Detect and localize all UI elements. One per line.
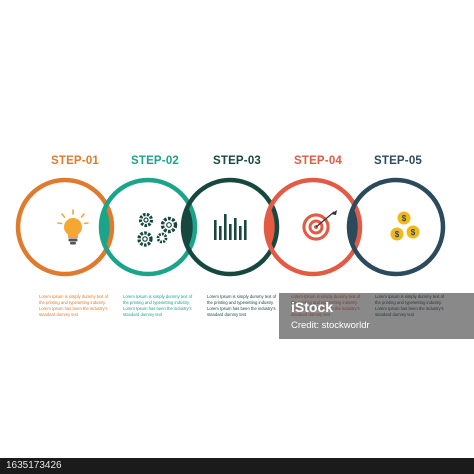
svg-text:$: $ <box>411 228 416 237</box>
step-5-ring <box>346 177 446 277</box>
svg-text:$: $ <box>395 230 400 239</box>
step-3-ring <box>180 177 280 277</box>
step-4-ring <box>263 177 363 277</box>
bar-chart-icon <box>214 214 247 240</box>
step-2-title: STEP-02 <box>130 155 180 167</box>
image-id: 1635173426 <box>6 460 62 471</box>
watermark-credit: Credit: stockworldr <box>291 320 370 331</box>
step-2-ring <box>98 177 198 277</box>
gears-icon <box>137 212 178 247</box>
step-2-description: Lorem Ipsum is simply dummy text of the … <box>123 294 193 317</box>
step-1-description: Lorem Ipsum is simply dummy text of the … <box>39 294 109 317</box>
watermark-overlay: iStock Credit: stockworldr <box>279 293 474 339</box>
step-3-title: STEP-03 <box>212 155 262 167</box>
watermark-logo: iStock <box>291 299 334 315</box>
step-1-title: STEP-01 <box>50 155 100 167</box>
target-icon <box>301 210 337 242</box>
svg-text:$: $ <box>402 214 407 223</box>
dollar-coins-icon: $ $ $ <box>390 211 420 241</box>
step-4-title: STEP-04 <box>293 155 343 167</box>
step-3-description: Lorem Ipsum is simply dummy text of the … <box>207 294 277 317</box>
image-id-bar: 1635173426 <box>0 458 474 474</box>
step-1-ring <box>15 177 115 277</box>
step-5-title: STEP-05 <box>373 155 423 167</box>
lightbulb-icon <box>57 209 89 245</box>
